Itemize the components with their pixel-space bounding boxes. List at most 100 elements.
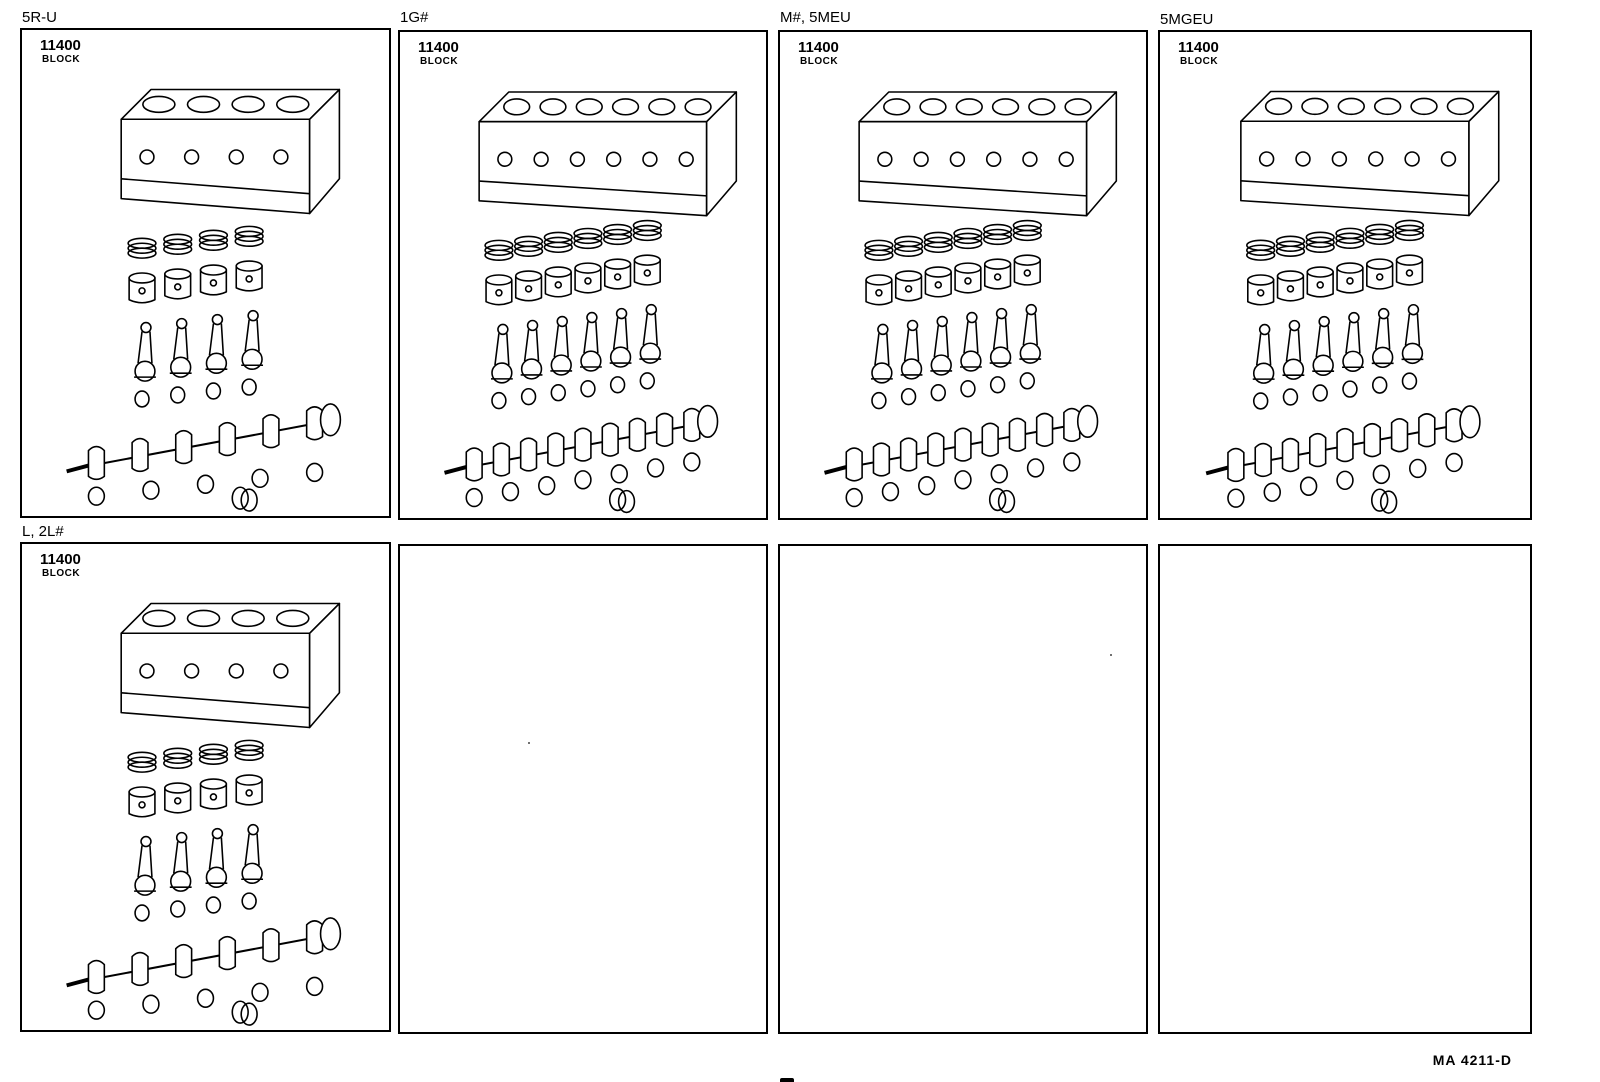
piston-ring-set [632,219,662,242]
piston-ring [127,756,157,768]
rod-small-end [1025,303,1037,316]
piston-ring [1275,240,1306,252]
connecting-rod [580,311,602,372]
cylinder-bore [142,95,176,114]
rod-big-end [1252,362,1275,384]
crank-web [87,959,106,995]
part-number: 11400 [1178,39,1219,56]
piston-ring [1012,224,1042,237]
piston-pin [584,277,592,285]
piston-skirt [544,271,572,298]
main-bearing [646,458,665,478]
piston-crown [514,270,543,282]
main-bearing [881,481,900,502]
piston-ring [163,238,193,250]
piston-ring [602,233,633,246]
piston-ring [893,240,924,253]
crank-web [262,928,280,963]
block-port [1368,151,1384,167]
rod-small-end [140,835,152,848]
piston-skirt [485,279,513,306]
piston-ring [602,228,633,241]
piston-crown [924,266,952,278]
piston-ring [198,753,229,765]
piston-ring [864,249,894,261]
panel-m-5meu: 11400 BLOCK [778,30,1148,520]
main-bearing [918,476,936,496]
rod-beam [642,313,658,346]
piston [128,786,156,818]
rod-beam [244,833,260,866]
piston-skirt [603,263,632,290]
piston-ring [198,239,229,251]
piston-skirt [235,779,263,806]
crank-web [1308,432,1327,468]
piston-ring [1365,233,1395,246]
connecting-rod [169,317,192,378]
piston-skirt [983,263,1012,290]
part-name: BLOCK [1180,56,1219,67]
piston [544,266,572,298]
crank-web [465,447,483,482]
piston-pin [904,285,913,293]
cylinder-block [120,602,341,729]
rod-bearing [1312,384,1328,402]
rod-big-end [1282,358,1305,380]
part-number: 11400 [40,551,81,568]
block-side [478,120,708,217]
piston-ring [923,236,953,249]
piston-pin [138,801,146,809]
block-port [183,149,200,165]
connecting-rod [1019,303,1042,364]
rod-bearing [241,892,257,910]
block-deck [1240,90,1500,123]
piston-ring-set [163,233,193,255]
panel-5mgeu: 11400 BLOCK [1158,30,1532,520]
piston-ring-set [127,237,157,259]
crank-web [87,445,106,481]
piston-ring [198,748,229,761]
crank-web [1445,408,1463,443]
block-rail [121,177,310,195]
rod-bearing [1019,372,1036,390]
piston-crown [1395,254,1424,266]
main-bearing [683,452,701,472]
rod-small-end [175,317,188,330]
cylinder-bore [1064,98,1092,116]
piston-skirt [894,275,923,302]
part-name: BLOCK [420,56,459,67]
cylinder-bore [1028,98,1056,116]
part-number: 11400 [418,39,459,56]
piston-pin [1346,277,1354,285]
panel-1g: 11400 BLOCK [398,30,768,520]
block-port [1331,151,1348,167]
rod-small-end [1258,323,1271,336]
block-port [1404,151,1420,167]
piston-skirt [924,271,952,298]
block-port [877,151,893,167]
piston-ring [1305,236,1335,249]
rod-beam [903,329,920,362]
piston-ring-set [1365,223,1395,246]
piston-crown [128,272,156,284]
cylinder-bore [142,609,176,628]
rod-bearing [1371,376,1388,394]
piston-pin [1316,281,1324,289]
panel-l-2l: 11400 BLOCK [20,542,391,1032]
block-port [1295,151,1311,167]
connecting-rod [205,827,228,888]
main-bearing [196,988,215,1008]
rod-bearing [580,380,596,398]
piston [983,258,1012,290]
block-port [1258,151,1275,167]
piston-ring-set [1394,219,1425,242]
reference-code: MA 4211-D [1432,1052,1512,1068]
main-bearing [501,481,520,502]
crank-flange [319,917,342,951]
piston-crown [1276,270,1305,282]
piston-ring-set [893,235,924,257]
part-name: BLOCK [42,54,81,65]
piston-ring [573,232,603,245]
cylinder-bore [275,609,310,628]
piston-ring-set [163,747,193,769]
